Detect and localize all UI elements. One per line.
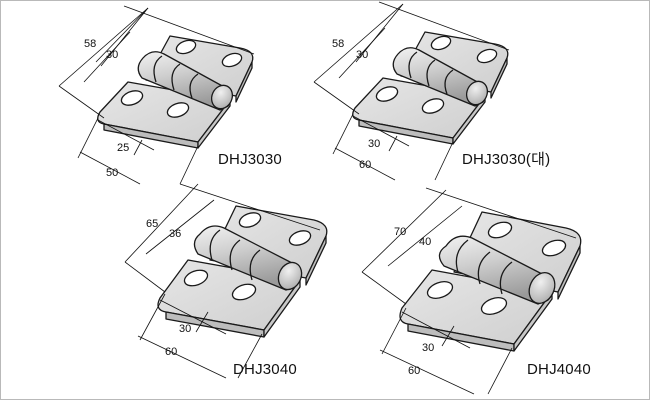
mounting-hole [426, 281, 454, 299]
mounting-hole [238, 212, 262, 228]
mounting-hole [421, 98, 445, 114]
mounting-hole [430, 35, 452, 51]
mounting-hole [221, 52, 243, 68]
barrel-end-cap [465, 80, 489, 106]
model-name: DHJ3040 [233, 361, 297, 378]
hinge-body [97, 35, 254, 149]
dimension-lines [313, 1, 510, 181]
dim-inner-height: 30 [356, 49, 368, 61]
model-name: DHJ4040 [527, 361, 591, 378]
upper-leaf-edge [490, 57, 508, 99]
mounting-hole [375, 86, 399, 102]
dim-inner-height: 30 [106, 49, 118, 61]
mounting-hole [541, 239, 567, 257]
mounting-hole [480, 297, 508, 315]
dim-inner-height: 36 [169, 228, 181, 240]
hinge-body [352, 31, 509, 145]
barrel-end-cap [528, 271, 556, 305]
dim-hole-pitch: 30 [368, 138, 380, 150]
dim-overall-height: 70 [394, 226, 406, 238]
dim-overall-width: 60 [359, 159, 371, 171]
mounting-hole [175, 39, 197, 55]
dim-overall-width: 60 [165, 346, 177, 358]
dim-overall-width: 50 [106, 167, 118, 179]
mounting-hole [166, 102, 190, 118]
mounting-hole [487, 221, 513, 239]
hinge-dhj3030-large: 58 30 30 60 DHJ3030(대) [313, 1, 550, 181]
dimension-lines [124, 183, 321, 379]
dimension-lines [361, 187, 577, 395]
upper-leaf-edge [235, 61, 253, 103]
mounting-hole [120, 90, 144, 106]
hinge-body [157, 205, 328, 338]
model-name: DHJ3030(대) [462, 151, 550, 168]
mounting-hole [288, 230, 312, 246]
dimension-lines [58, 5, 255, 185]
dim-hole-pitch: 30 [179, 323, 191, 335]
model-name: DHJ3030 [218, 151, 282, 168]
mounting-hole [476, 48, 498, 64]
mounting-hole [183, 269, 209, 287]
dim-overall-width: 60 [408, 365, 420, 377]
upper-leaf-edge [557, 245, 581, 300]
hinge-dhj3040: 65 36 30 60 DHJ3040 [124, 183, 328, 379]
dim-overall-height: 58 [332, 38, 344, 50]
dim-inner-height: 40 [419, 236, 431, 248]
hinge-dhj3030: 58 30 25 50 DHJ3030 [58, 5, 282, 185]
hinge-body [399, 211, 582, 352]
barrel-end-cap [210, 84, 234, 110]
lower-leaf-side [513, 291, 553, 352]
barrel-end-cap [277, 261, 303, 291]
dim-overall-height: 65 [146, 218, 158, 230]
dim-hole-pitch: 30 [422, 342, 434, 354]
lower-leaf-side [263, 279, 301, 338]
upper-leaf-edge [305, 235, 327, 286]
dim-overall-height: 58 [84, 38, 96, 50]
mounting-hole [231, 283, 257, 301]
hinge-dhj4040: 70 40 30 60 DHJ4040 [361, 187, 591, 395]
dim-hole-pitch: 25 [117, 142, 129, 154]
